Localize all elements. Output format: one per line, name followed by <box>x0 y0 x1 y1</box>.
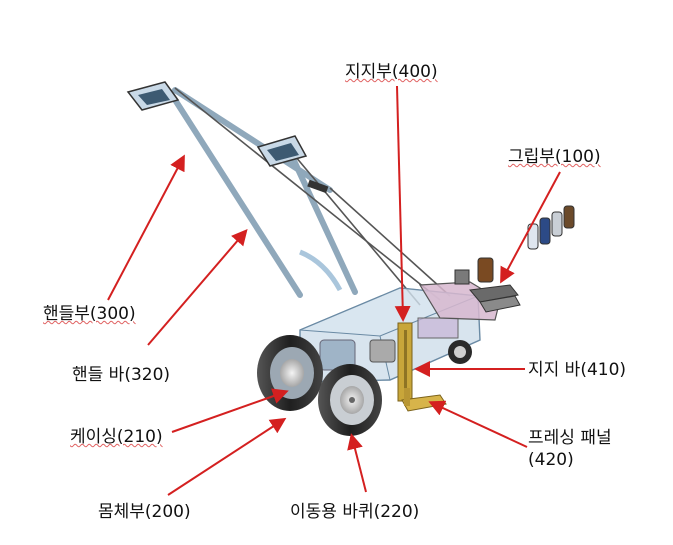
label-support-bar: 지지 바(410) <box>528 360 627 380</box>
arrow-handle-bar <box>147 228 248 346</box>
handle-curve <box>299 249 343 292</box>
label-pressing-panel-line2: (420) <box>528 450 574 470</box>
handle-frame <box>167 87 358 298</box>
label-grip: 그립부(100) <box>508 147 601 167</box>
label-body: 몸체부(200) <box>98 502 191 522</box>
rear-wheel-right <box>318 364 382 436</box>
arrow-pressing-panel <box>428 400 528 448</box>
frame-clamp <box>307 179 329 194</box>
label-support: 지지부(400) <box>345 62 438 82</box>
arrow-casing <box>171 388 289 433</box>
arrow-body <box>167 417 287 496</box>
upper-handle-grip <box>126 81 180 111</box>
label-pressing-panel-line1: 프레싱 패널 <box>528 428 612 448</box>
grip-assembly <box>418 269 521 321</box>
arrow-wheel <box>347 433 367 493</box>
lower-handle-grip <box>256 135 308 167</box>
label-handle-part: 핸들부(300) <box>43 304 136 324</box>
label-casing: 케이싱(210) <box>70 427 163 447</box>
front-caster-wheel <box>448 340 472 364</box>
grip-cylinders <box>477 205 575 283</box>
leader-arrows <box>107 85 561 496</box>
label-wheel: 이동용 바퀴(220) <box>290 502 420 522</box>
arrow-grip <box>500 171 561 284</box>
arrow-handle-part <box>107 154 185 301</box>
handle-cables <box>174 87 451 306</box>
pressing-panel <box>401 388 447 412</box>
rear-wheel-left <box>257 335 323 411</box>
arrow-support <box>394 85 411 322</box>
label-handle-bar: 핸들 바(320) <box>72 365 171 385</box>
